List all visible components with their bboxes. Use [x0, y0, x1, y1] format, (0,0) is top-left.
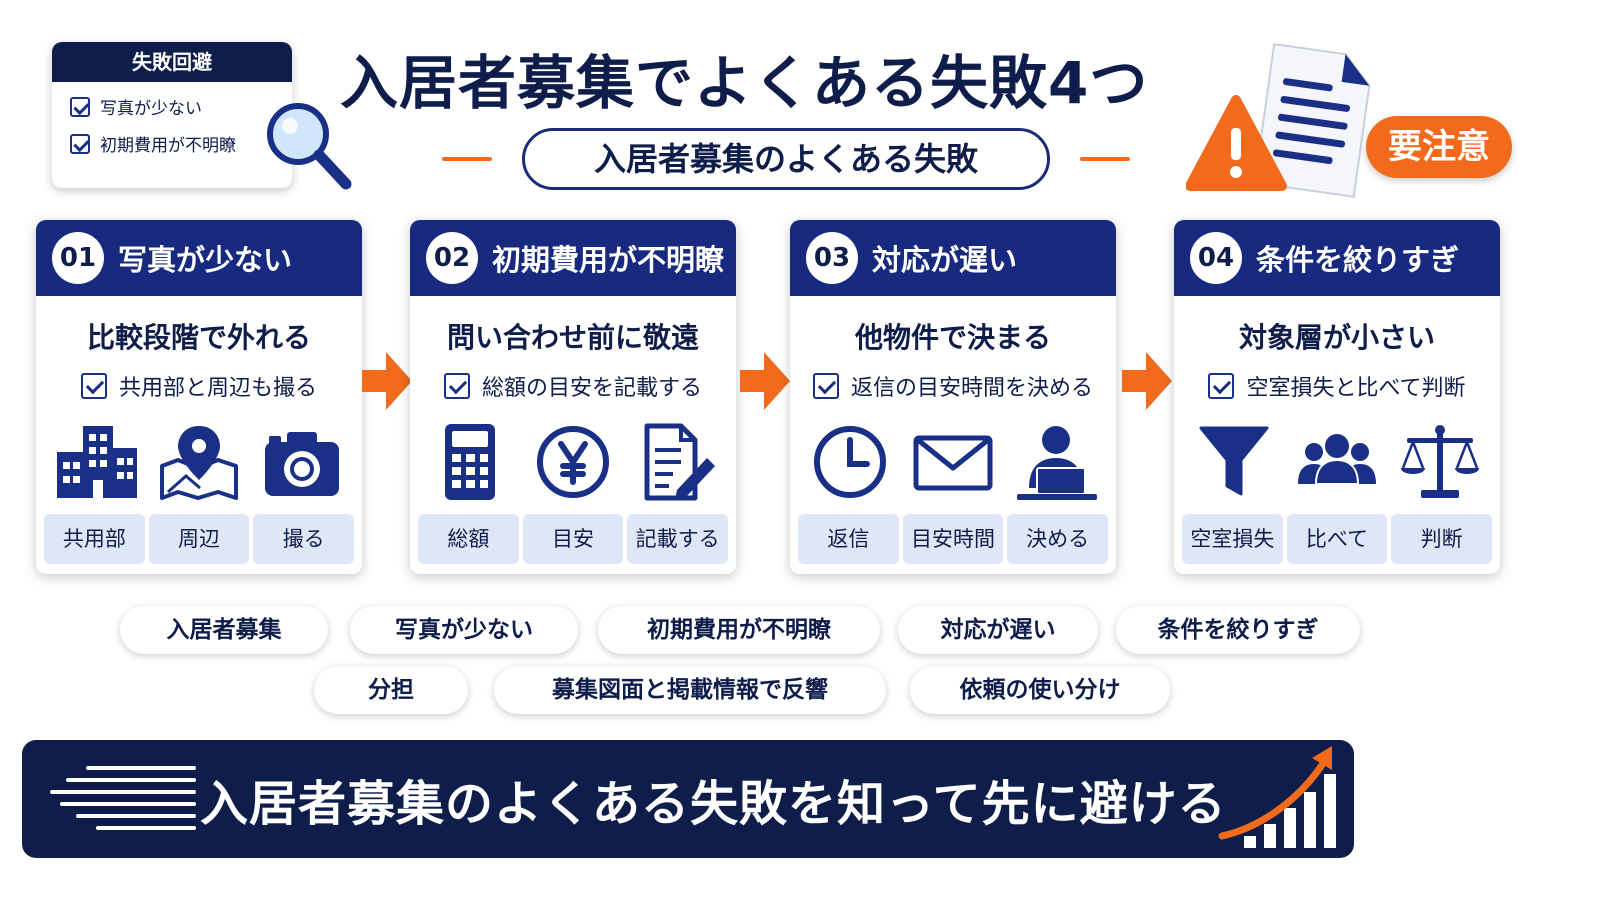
step-label: 共用部 — [44, 514, 145, 564]
checkbox-icon — [1208, 373, 1235, 399]
step-title: 条件を絞りすぎ — [1256, 243, 1460, 277]
step-title: 対応が遅い — [872, 243, 1018, 277]
step-label: 撮る — [253, 514, 355, 564]
mail-icon — [913, 435, 993, 491]
step-number: 01 — [52, 232, 104, 284]
step-labels: 空室損失 比べて 判断 — [1174, 514, 1500, 564]
scale-icon — [1401, 425, 1480, 498]
step-check-label: 共用部と周辺も撮る — [118, 376, 317, 401]
step-icons — [410, 422, 736, 502]
warning-badge: 要注意 — [1366, 116, 1512, 178]
step-labels: 共用部 周辺 撮る — [36, 514, 362, 564]
checkbox-icon — [70, 133, 90, 154]
step-heading: 他物件で決まる — [854, 321, 1051, 354]
arrow-right-icon — [1122, 352, 1172, 410]
checkbox-icon — [70, 96, 90, 117]
keyword-tag: 条件を絞りすぎ — [1116, 606, 1360, 654]
map-pin-icon — [159, 426, 238, 500]
banner-text: 入居者募集のよくある失敗を知って先に避ける — [200, 776, 1227, 832]
step-heading: 問い合わせ前に敬遠 — [446, 321, 699, 354]
subtitle-left-line — [442, 157, 492, 161]
step-icons — [1174, 422, 1500, 502]
step-check: 総額の目安を記載する — [410, 370, 736, 402]
step-number: 03 — [806, 232, 858, 284]
people-icon — [1297, 434, 1376, 485]
keyword-tag: 依頼の使い分け — [910, 666, 1170, 714]
keyword-tag: 対応が遅い — [898, 606, 1098, 654]
step-label: 比べて — [1286, 514, 1388, 564]
step-label: 目安 — [522, 514, 624, 564]
checkbox-icon — [443, 373, 470, 399]
step-label: 決める — [1007, 514, 1109, 564]
bottom-banner: 入居者募集のよくある失敗を知って先に避ける — [22, 740, 1354, 858]
step-check-label: 空室損失と比べて判断 — [1246, 376, 1466, 401]
step-label: 空室損失 — [1182, 514, 1283, 564]
step-number: 02 — [426, 232, 478, 284]
yen-icon — [536, 426, 609, 498]
step-label: 目安時間 — [902, 514, 1004, 564]
checklist-item-label: 初期費用が不明瞭 — [100, 136, 236, 156]
step-card-header: 02 初期費用が不明瞭 — [410, 220, 736, 296]
document-edit-icon — [644, 423, 716, 501]
step-card-1: 01 写真が少ない 比較段階で外れる 共用部と周辺も撮る — [36, 220, 362, 574]
step-check-label: 返信の目安時間を決める — [850, 376, 1093, 401]
checklist-item: 写真が少ない — [52, 94, 292, 119]
step-title: 初期費用が不明瞭 — [492, 243, 725, 277]
step-number: 04 — [1190, 232, 1242, 284]
step-label: 記載する — [627, 514, 729, 564]
step-card-2: 02 初期費用が不明瞭 問い合わせ前に敬遠 総額の目安を記載する 総額 — [410, 220, 736, 574]
camera-icon — [265, 432, 340, 496]
step-check: 空室損失と比べて判断 — [1174, 370, 1500, 402]
keyword-tag: 写真が少ない — [350, 606, 578, 654]
magnifier-icon — [267, 103, 352, 190]
step-icons — [790, 422, 1116, 502]
checklist-card: 失敗回避 写真が少ない 初期費用が不明瞭 — [52, 42, 292, 188]
step-check-label: 総額の目安を記載する — [481, 376, 702, 401]
step-title: 写真が少ない — [118, 243, 293, 277]
step-check: 共用部と周辺も撮る — [36, 370, 362, 402]
keyword-tag: 募集図面と掲載情報で反響 — [494, 666, 886, 714]
step-card-header: 01 写真が少ない — [36, 220, 362, 296]
arrow-right-icon — [740, 352, 790, 410]
checkbox-icon — [812, 373, 839, 399]
step-labels: 返信 目安時間 決める — [790, 514, 1116, 564]
filter-icon — [1199, 426, 1269, 496]
step-label: 返信 — [798, 514, 899, 564]
step-icons — [36, 422, 362, 502]
step-label: 周辺 — [148, 514, 250, 564]
step-heading: 対象層が小さい — [1238, 321, 1435, 354]
step-card-3: 03 対応が遅い 他物件で決まる 返信の目安時間を決める 返信 目安時間 決める — [790, 220, 1116, 574]
step-label: 判断 — [1391, 514, 1493, 564]
checklist-item: 初期費用が不明瞭 — [52, 131, 292, 156]
warning-document-icon — [1186, 43, 1371, 198]
building-icon — [56, 426, 137, 498]
calculator-icon — [444, 424, 495, 500]
clock-icon — [813, 426, 886, 498]
subtitle-pill: 入居者募集のよくある失敗 — [522, 128, 1050, 190]
keyword-tag: 分担 — [314, 666, 468, 714]
keyword-tag: 初期費用が不明瞭 — [598, 606, 880, 654]
step-labels: 総額 目安 記載する — [410, 514, 736, 564]
person-laptop-icon — [1017, 426, 1098, 500]
step-card-header: 04 条件を絞りすぎ — [1174, 220, 1500, 296]
growth-chart-icon — [1218, 746, 1336, 848]
step-heading: 比較段階で外れる — [86, 321, 311, 354]
checklist-item-label: 写真が少ない — [100, 99, 202, 119]
speed-lines-icon — [50, 766, 196, 830]
arrow-right-icon — [362, 352, 412, 410]
step-card-header: 03 対応が遅い — [790, 220, 1116, 296]
checklist-title: 失敗回避 — [52, 42, 292, 82]
subtitle-group: 入居者募集のよくある失敗 — [442, 128, 1130, 190]
page-title: 入居者募集でよくある失敗4つ — [340, 49, 1149, 117]
checkbox-icon — [80, 373, 107, 399]
step-card-4: 04 条件を絞りすぎ 対象層が小さい 空室損失と比べて判断 空室損失 — [1174, 220, 1500, 574]
step-check: 返信の目安時間を決める — [790, 370, 1116, 402]
step-label: 総額 — [418, 514, 519, 564]
subtitle-right-line — [1080, 157, 1130, 161]
keyword-tag: 入居者募集 — [120, 606, 328, 654]
